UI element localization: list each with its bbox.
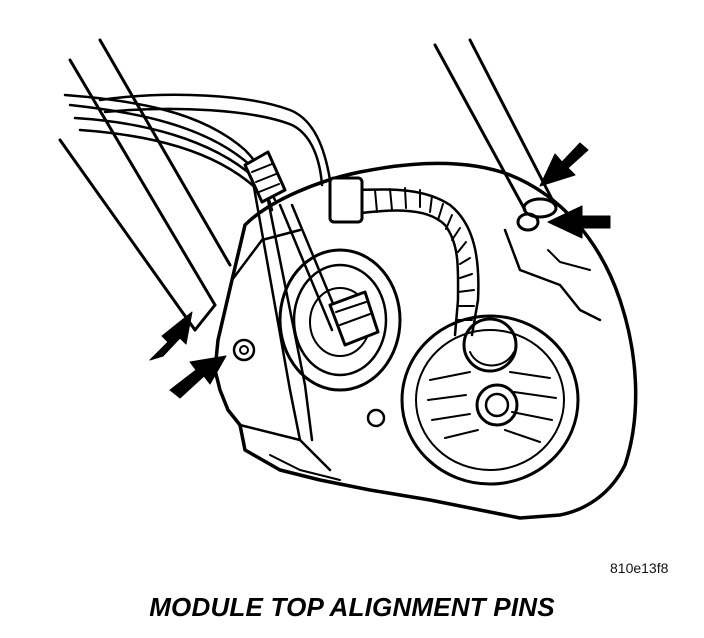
figure-code: 810e13f8 — [610, 560, 669, 576]
fuel-module-illustration — [58, 38, 638, 520]
black-arrow-icon — [169, 355, 227, 399]
black-arrow-icon — [547, 205, 611, 239]
left-guide-rod — [58, 38, 232, 332]
callout-arrows — [149, 142, 611, 399]
right-bracket — [503, 228, 602, 322]
right-guide-rod — [433, 38, 558, 232]
corrugated-fuel-hose — [328, 176, 480, 337]
black-arrow-icon — [149, 311, 193, 361]
small-pin — [366, 408, 386, 428]
harness-connector — [243, 150, 287, 204]
left-alignment-pin — [232, 338, 256, 362]
float-wheel — [400, 314, 580, 486]
pump-connector — [328, 290, 380, 347]
black-arrow-icon — [539, 142, 589, 187]
figure-caption: MODULE TOP ALIGNMENT PINS — [149, 592, 555, 622]
